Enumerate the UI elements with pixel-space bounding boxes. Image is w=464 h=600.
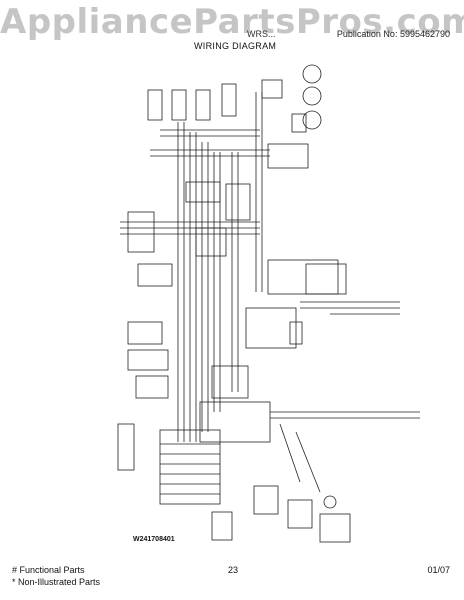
publication-date: 01/07 xyxy=(427,565,450,575)
watermark-logo: AppliancePartsPros.com xyxy=(0,2,464,42)
component-box xyxy=(159,429,221,505)
component-box xyxy=(319,513,351,543)
component-box xyxy=(127,211,155,253)
component-box xyxy=(287,499,313,529)
component-box xyxy=(127,349,169,371)
motor-symbol xyxy=(302,86,322,106)
connector-block xyxy=(245,307,297,349)
component-box xyxy=(137,263,173,287)
functional-parts-note: # Functional Parts xyxy=(12,565,85,575)
component-box xyxy=(211,511,233,541)
component-box xyxy=(253,485,279,515)
connector-block xyxy=(211,365,249,399)
component-box xyxy=(261,79,283,99)
publication-number: Publication No: 5995462790 xyxy=(336,29,450,39)
relay-block xyxy=(185,181,221,203)
wiring-diagram xyxy=(117,64,420,543)
legend-box xyxy=(117,423,135,471)
non-illustrated-parts-note: * Non-Illustrated Parts xyxy=(12,577,101,587)
component-box xyxy=(127,321,163,345)
component-box xyxy=(147,89,163,121)
model-prefix: WRS... xyxy=(247,29,276,39)
motor-symbol xyxy=(302,110,322,130)
component-box xyxy=(135,375,169,399)
lamp-symbol xyxy=(323,495,337,509)
relay-block xyxy=(225,183,251,221)
page-number: 23 xyxy=(228,565,239,575)
relay-block xyxy=(195,227,227,257)
component-box xyxy=(221,83,237,117)
component-box xyxy=(195,89,211,121)
component-box xyxy=(267,143,309,169)
page-title: WIRING DIAGRAM xyxy=(194,41,277,51)
connector-block xyxy=(305,263,347,295)
motor-symbol xyxy=(302,64,322,84)
connector-block xyxy=(289,321,303,345)
component-box xyxy=(291,113,307,133)
component-box xyxy=(171,89,187,121)
main-control-board xyxy=(199,401,271,443)
connector-block xyxy=(267,259,339,295)
diagram-part-number: W241708401 xyxy=(133,536,175,543)
